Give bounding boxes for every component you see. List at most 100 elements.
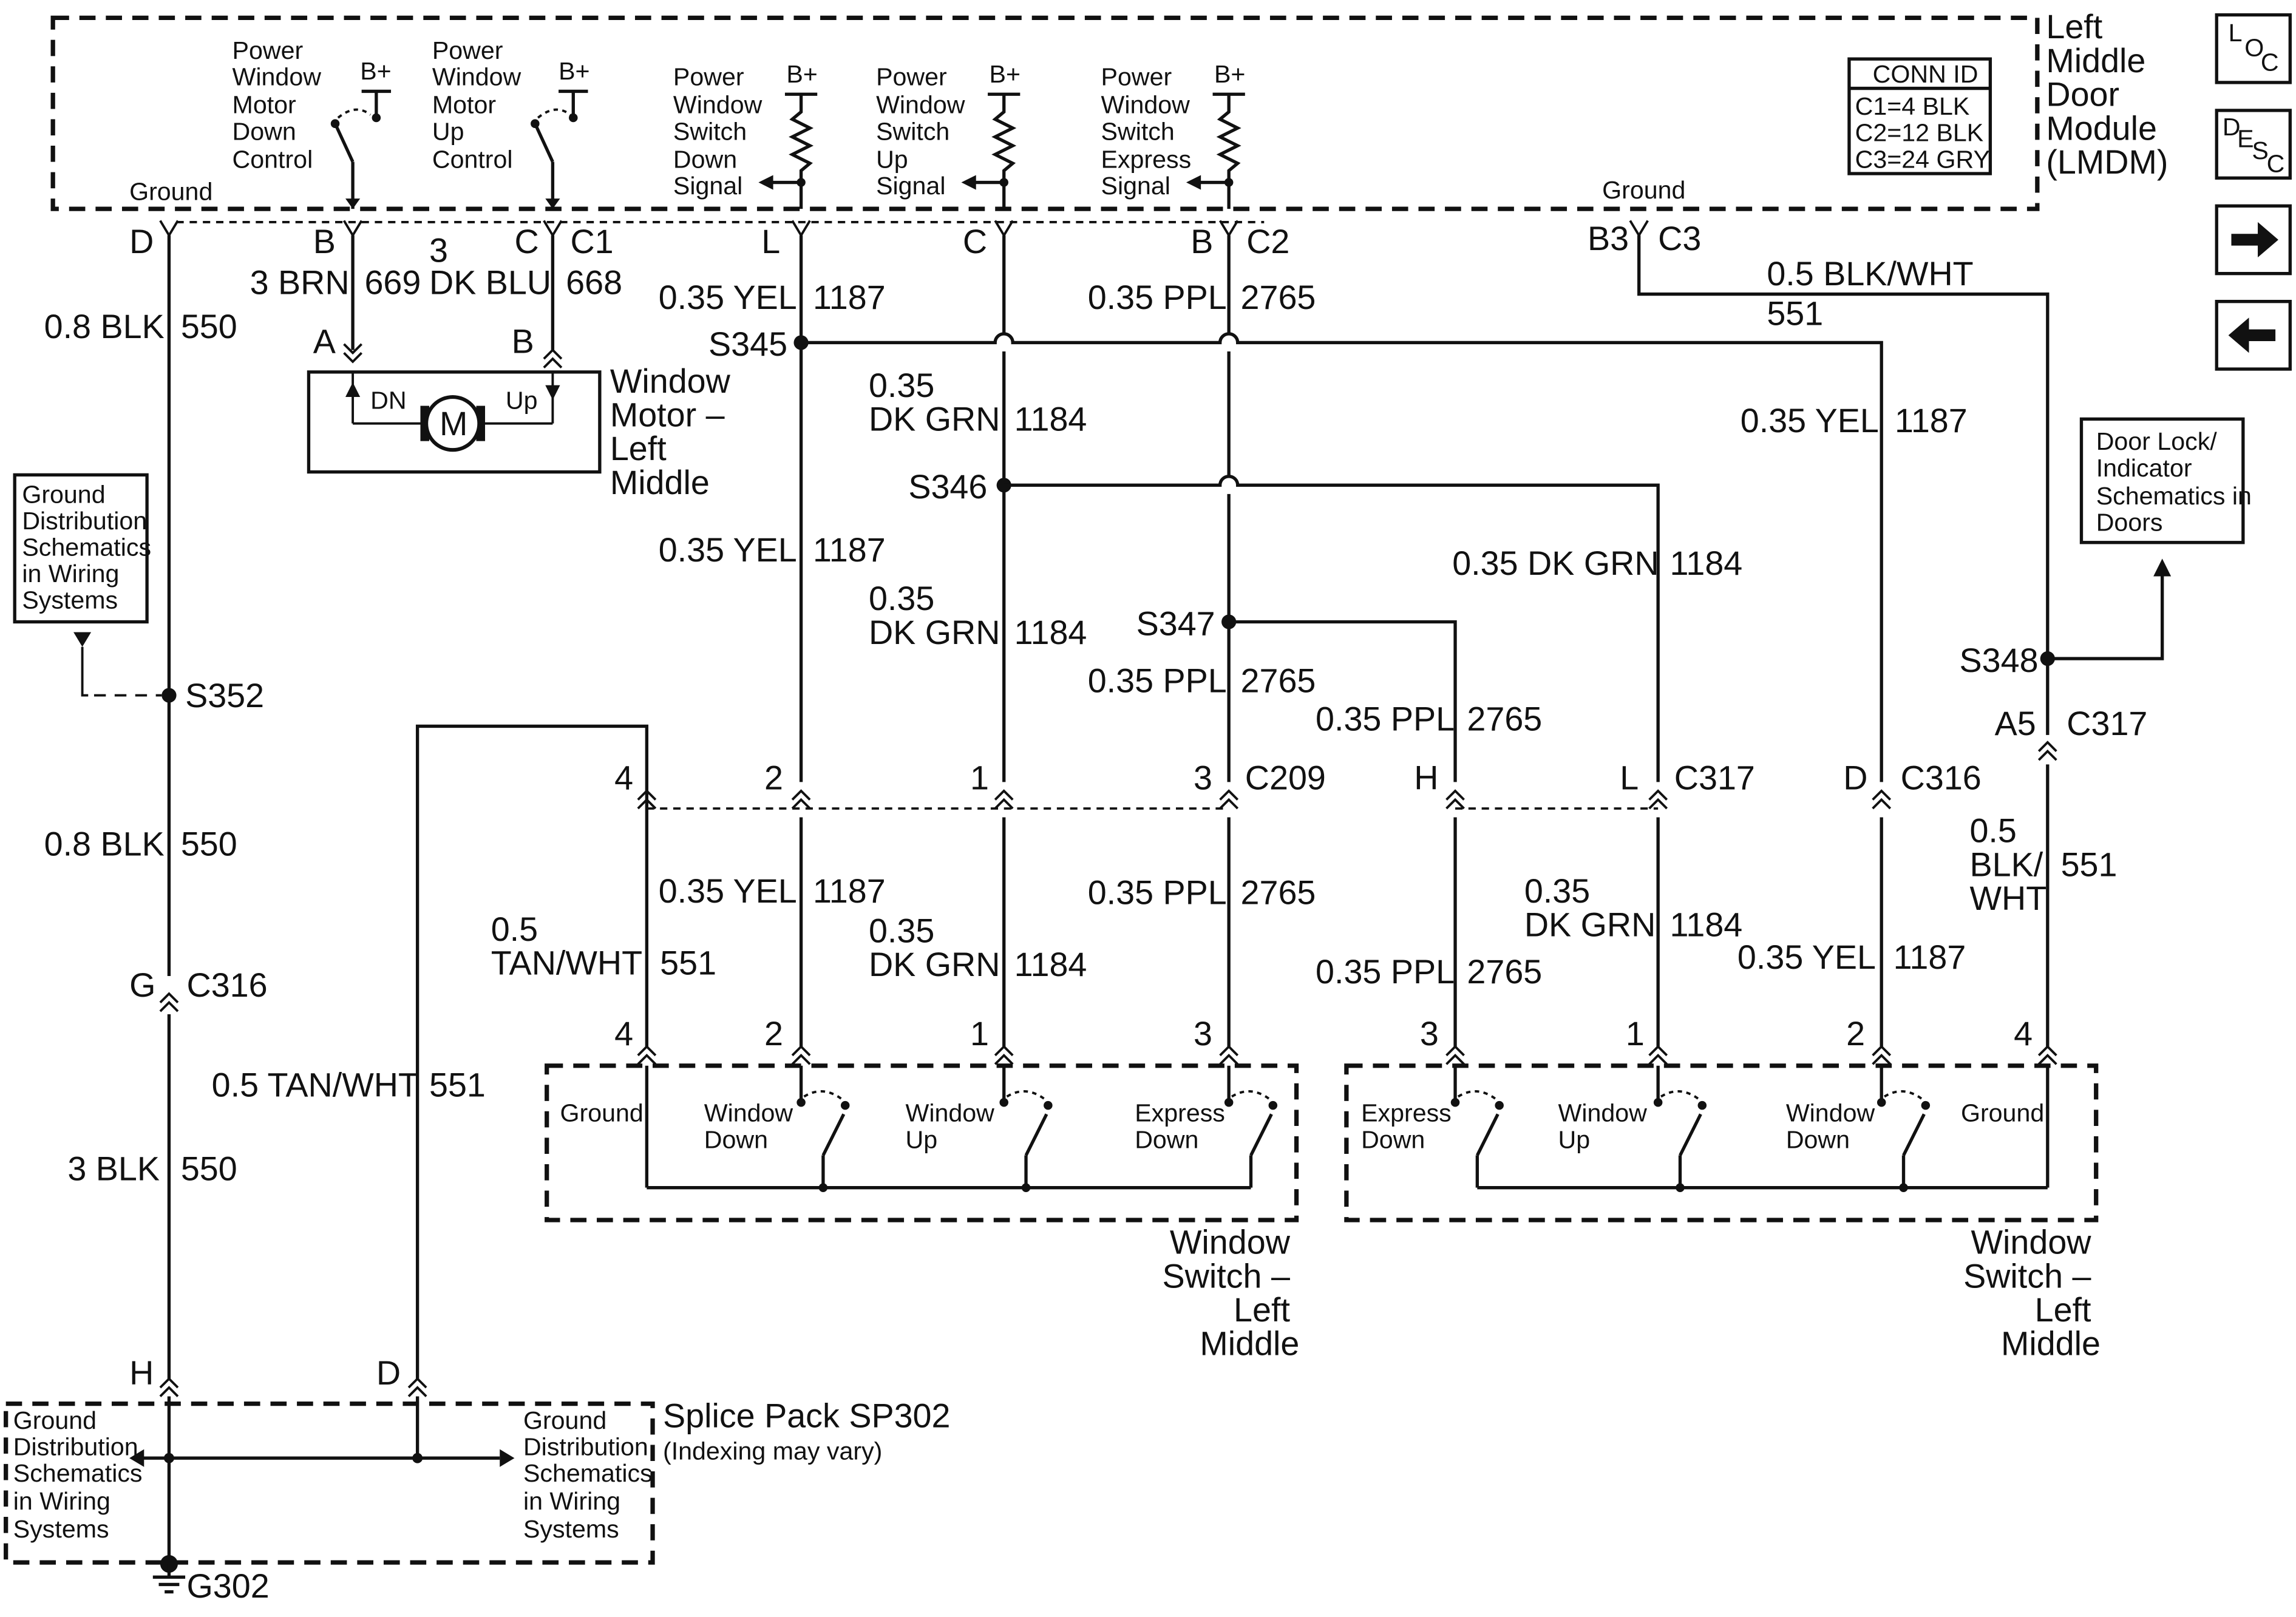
- motor-up-control: Power Window Motor Up Control B+: [432, 36, 590, 209]
- motor-pin-b: B: [512, 322, 534, 360]
- motor-up-control-label: Power Window Motor Up Control: [432, 36, 528, 173]
- svg-text:C: C: [2261, 49, 2279, 76]
- c209-pin-4: 4: [614, 759, 633, 797]
- svg-text:E: E: [2237, 124, 2254, 152]
- ground-g302-icon: [152, 1554, 186, 1594]
- svg-text:Power Window Switc: Power Window Switch Down Signal: [673, 63, 769, 200]
- c317-pin-l: L: [1620, 759, 1639, 797]
- lmdm-module-border: [50, 15, 2040, 211]
- svg-text:Power Window Switc: Power Window Switch Up Signal: [876, 63, 972, 200]
- svg-text:Ground: Ground: [560, 1099, 643, 1127]
- pin-a5: A5: [1995, 705, 2036, 742]
- connector-c316: C316: [1901, 759, 1982, 797]
- svg-text:Ground Distribution: Ground Distribution Schematics in Wiring…: [22, 480, 158, 614]
- svg-text:CONN ID: CONN ID: [1873, 60, 1978, 88]
- ground-distribution-ref-left[interactable]: Ground Distribution Schematics in Wiring…: [13, 473, 158, 624]
- svg-text:B+: B+: [360, 57, 392, 85]
- svg-text:B+: B+: [990, 60, 1021, 88]
- pin-b: B: [313, 223, 336, 260]
- svg-text:D: D: [2223, 113, 2241, 141]
- pin-c: C: [514, 223, 538, 260]
- c209-pin-3: 3: [1194, 759, 1212, 797]
- splice-s347: S347: [1136, 605, 1215, 642]
- svg-text:S: S: [2252, 137, 2268, 164]
- motor-down-control: Power Window Motor Down Control B+: [233, 36, 392, 209]
- pin-b-2: B: [1190, 223, 1213, 260]
- connector-c317-right: C317: [2067, 705, 2147, 742]
- splice-pack-sp302: Ground Distribution Schematics in Wiring…: [4, 1396, 659, 1565]
- c209-pin-2: 2: [764, 759, 783, 797]
- svg-text:L: L: [2229, 19, 2243, 47]
- window-motor: M DN Up: [307, 370, 602, 474]
- svg-text:Door Lock/ Indicator: Door Lock/ Indicator Schematics in Doors: [2096, 427, 2259, 536]
- left-switch-pin-1: 1: [970, 1015, 989, 1053]
- lmdm-ground-left: Ground: [129, 178, 212, 206]
- svg-text:Ground: Ground: [1961, 1099, 2044, 1127]
- switch-express-signal: Power Window Switch Express Signal B+: [1101, 60, 1246, 209]
- right-arrow-icon[interactable]: [2215, 204, 2292, 276]
- svg-text:Ground Distribution: Ground Distribution Schematics in Wiring…: [13, 1406, 149, 1543]
- svg-text:B+: B+: [1214, 60, 1246, 88]
- left-switch-pin-3: 3: [1194, 1015, 1212, 1053]
- connector-c1: C1: [570, 223, 613, 260]
- splice-s348: S348: [1960, 642, 2039, 679]
- lmdm-title: Left Middle Door Module (LMDM): [2046, 8, 2168, 181]
- svg-text:B+: B+: [786, 60, 818, 88]
- window-switch-right-label: Window Switch – Left Middle: [1963, 1224, 2101, 1363]
- splice-s345: S345: [708, 325, 787, 363]
- connector-c316-left: C316: [186, 966, 267, 1004]
- pin-g: G: [129, 966, 155, 1004]
- switch-up-signal: Power Window Switch Up Signal B+: [876, 60, 1021, 209]
- right-switch-pin-3: 3: [1420, 1015, 1439, 1053]
- right-switch-pin-4: 4: [2014, 1015, 2033, 1053]
- door-lock-ref[interactable]: Door Lock/ Indicator Schematics in Doors: [2079, 417, 2259, 544]
- svg-text:Ground Distribution: Ground Distribution Schematics in Wiring…: [523, 1406, 659, 1543]
- pin-3: 3: [429, 231, 448, 269]
- motor-down-control-label: Power Window Motor Down Control: [233, 36, 328, 173]
- svg-text:Power Window Switc: Power Window Switch Express Signal: [1101, 63, 1198, 200]
- wire-blk-wht-551-b: 0.5 BLK/ WHT 551: [1969, 812, 2117, 917]
- c209-pin-1: 1: [970, 759, 989, 797]
- splice-pack-title: Splice Pack SP302: [663, 1397, 950, 1434]
- window-switch-left-label: Window Switch – Left Middle: [1163, 1224, 1300, 1363]
- left-arrow-icon[interactable]: [2215, 300, 2292, 371]
- switch-down-signal: Power Window Switch Down Signal B+: [673, 60, 818, 209]
- loc-icon[interactable]: L O C: [2215, 13, 2292, 84]
- motor-pin-a: A: [313, 322, 336, 360]
- right-switch-pin-2: 2: [1846, 1015, 1865, 1053]
- svg-text:C1=4 BLK: C1=4 BLK: [1855, 92, 1970, 120]
- svg-text:C2=12 BLK: C2=12 BLK: [1855, 119, 1984, 147]
- wire-blk-wht-label: 0.5 BLK/WHT: [1767, 255, 1973, 293]
- splice-s352: S352: [185, 677, 264, 714]
- pin-l: L: [761, 223, 780, 260]
- svg-text:O: O: [2244, 33, 2264, 61]
- splice-pack-pin-d: D: [376, 1354, 401, 1392]
- desc-icon[interactable]: D E S C: [2215, 109, 2292, 180]
- motor-up-label: Up: [506, 386, 538, 414]
- wire-blk-wht-551: 551: [1767, 294, 1823, 332]
- pin-c-2: C: [963, 223, 987, 260]
